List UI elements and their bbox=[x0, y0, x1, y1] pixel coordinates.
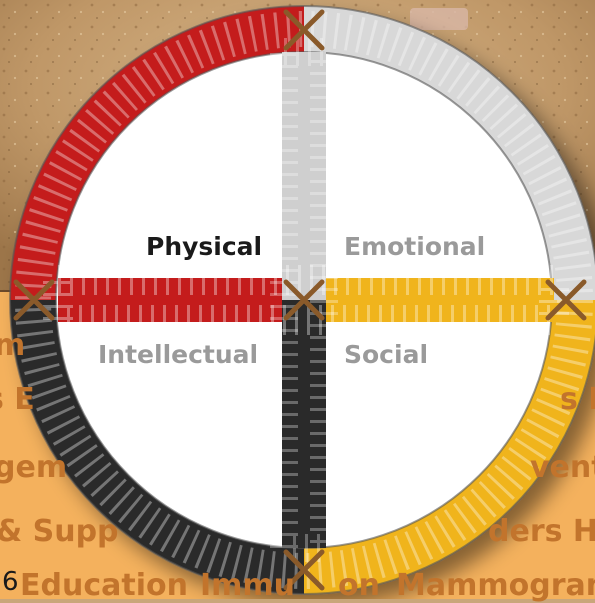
page-number: 6 bbox=[2, 567, 19, 597]
quadrant-label-social: Social bbox=[344, 340, 428, 369]
bg-word-5: vent bbox=[530, 450, 595, 485]
bg-word-3: s I bbox=[560, 382, 595, 417]
quadrant-label-physical: Physical bbox=[146, 232, 262, 261]
bg-word-6: & Supp bbox=[0, 514, 119, 549]
quadrant-label-intellectual: Intellectual bbox=[98, 340, 258, 369]
bg-word-immu: Immu bbox=[200, 568, 295, 603]
medicine-wheel bbox=[10, 6, 595, 594]
bg-word-4: gem bbox=[0, 450, 67, 485]
bg-word-7: ders He bbox=[488, 514, 595, 549]
rock bbox=[410, 8, 468, 30]
bg-word-mammogram: Mammogram bbox=[396, 568, 595, 603]
bg-word-education: Education bbox=[20, 568, 188, 603]
bg-word-on: on bbox=[338, 568, 380, 603]
quadrant-label-emotional: Emotional bbox=[344, 232, 485, 261]
bg-word-2: s E bbox=[0, 382, 35, 417]
bg-word-1: m bbox=[0, 328, 25, 363]
